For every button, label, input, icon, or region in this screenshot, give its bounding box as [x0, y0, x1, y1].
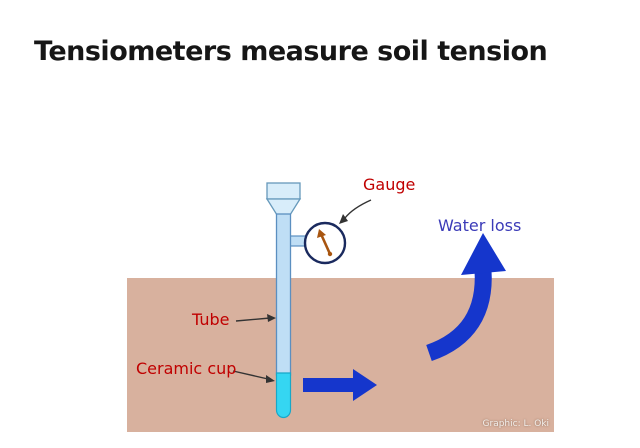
gauge-needle-pivot [327, 251, 333, 257]
gauge-pointer-line [344, 199, 372, 219]
soil-block [127, 278, 554, 432]
tube-cap [266, 182, 301, 200]
ceramic-pointer-line [232, 370, 269, 380]
credit-text: Graphic: L. Oki [482, 419, 549, 429]
gauge-label: Gauge [363, 175, 416, 194]
ceramic-cup-label: Ceramic cup [136, 359, 237, 378]
tube-pointer-line [235, 317, 271, 322]
ceramic-pointer-arrowhead [266, 375, 275, 383]
water-loss-arrow-head-icon [461, 233, 506, 275]
gauge-pointer-arrowhead [339, 214, 348, 224]
water-loss-label: Water loss [438, 216, 522, 235]
tube-label: Tube [192, 310, 230, 329]
tube-body [275, 213, 292, 376]
gauge-needle-head [317, 229, 326, 238]
ceramic-cup-shape [275, 372, 292, 419]
tube-pointer-arrowhead [267, 314, 276, 322]
tube-cap-neck [265, 198, 302, 216]
page-title: Tensiometers measure soil tension [34, 36, 548, 67]
water-flow-arrow-icon [303, 369, 377, 401]
water-loss-arrow-shaft [425, 269, 492, 362]
gauge-needle-icon [319, 233, 332, 255]
